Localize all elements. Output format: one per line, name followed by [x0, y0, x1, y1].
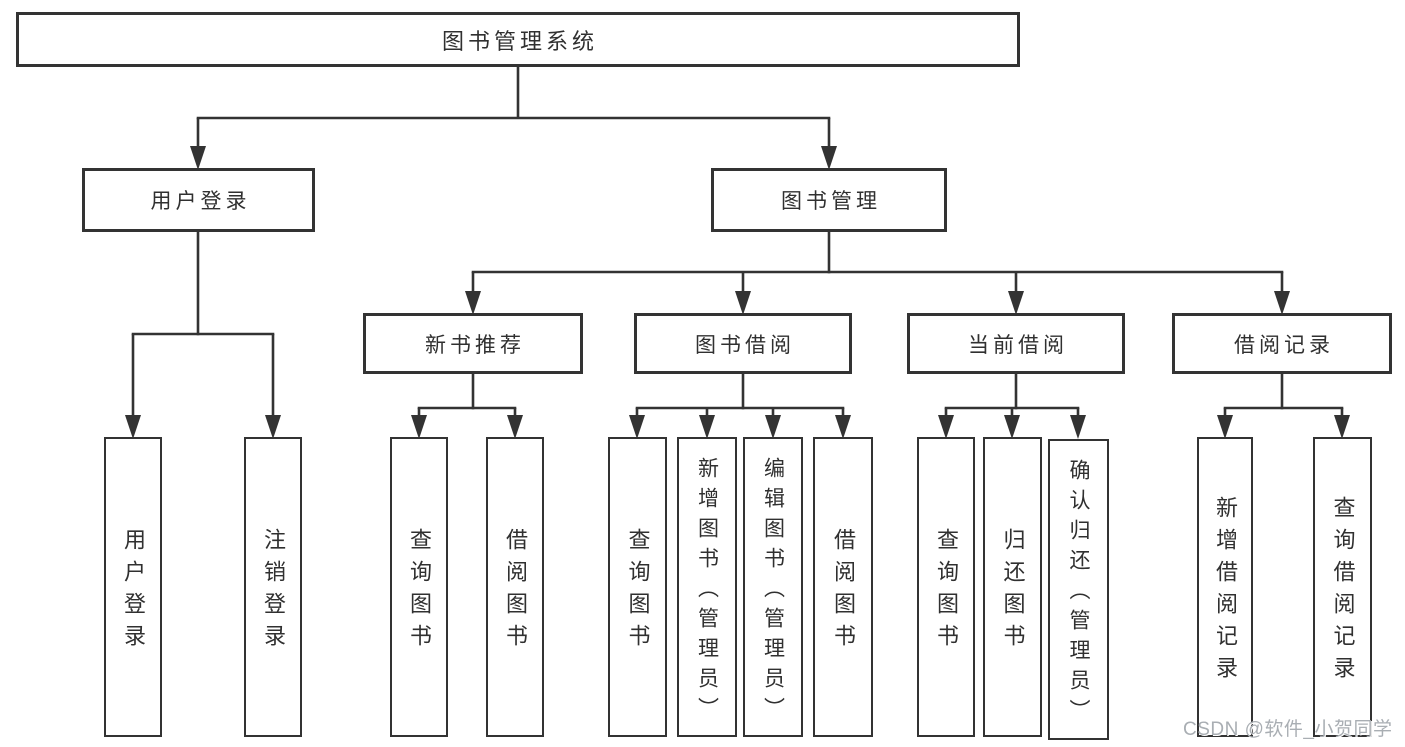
leaf-return-book: 归还图书	[983, 437, 1042, 737]
node-root: 图书管理系统	[16, 12, 1020, 67]
node-borrow-record: 借阅记录	[1172, 313, 1392, 374]
node-book-borrow: 图书借阅	[634, 313, 852, 374]
leaf-query-books-current: 查询图书	[917, 437, 975, 737]
node-book-management: 图书管理	[711, 168, 947, 232]
leaf-add-book-admin-label: 新增图书（管理员）	[695, 456, 719, 727]
leaf-add-book-admin: 新增图书（管理员）	[677, 437, 737, 737]
leaf-borrow-books-recommend: 借阅图书	[486, 437, 544, 737]
leaf-query-borrow-record-label: 查询借阅记录	[1330, 496, 1356, 688]
leaf-query-books-recommend: 查询图书	[390, 437, 448, 737]
leaf-query-books-recommend-label: 查询图书	[407, 528, 432, 656]
leaf-add-borrow-record-label: 新增借阅记录	[1213, 496, 1238, 688]
watermark-text: CSDN @软件_小贺同学	[1183, 719, 1393, 740]
leaf-query-books-borrow-label: 查询图书	[625, 528, 651, 656]
leaf-query-books-borrow: 查询图书	[608, 437, 667, 737]
leaf-user-login-label: 用户登录	[121, 528, 146, 656]
leaf-borrow-books-recommend-label: 借阅图书	[503, 528, 528, 656]
leaf-confirm-return-admin-label: 确认归还（管理员）	[1067, 459, 1090, 729]
node-new-book-recommend: 新书推荐	[363, 313, 583, 374]
leaf-return-book-label: 归还图书	[1000, 528, 1026, 656]
leaf-confirm-return-admin: 确认归还（管理员）	[1048, 439, 1109, 740]
leaf-edit-book-admin: 编辑图书（管理员）	[743, 437, 803, 737]
leaf-user-login: 用户登录	[104, 437, 162, 737]
node-current-borrow: 当前借阅	[907, 313, 1125, 374]
leaf-edit-book-admin-label: 编辑图书（管理员）	[761, 456, 785, 727]
leaf-query-borrow-record: 查询借阅记录	[1313, 437, 1372, 737]
leaf-logout: 注销登录	[244, 437, 302, 737]
leaf-borrow-books: 借阅图书	[813, 437, 873, 737]
leaf-logout-label: 注销登录	[261, 528, 286, 656]
leaf-add-borrow-record: 新增借阅记录	[1197, 437, 1253, 737]
leaf-borrow-books-label: 借阅图书	[831, 528, 856, 656]
leaf-query-books-current-label: 查询图书	[934, 528, 959, 656]
node-user-login: 用户登录	[82, 168, 315, 232]
